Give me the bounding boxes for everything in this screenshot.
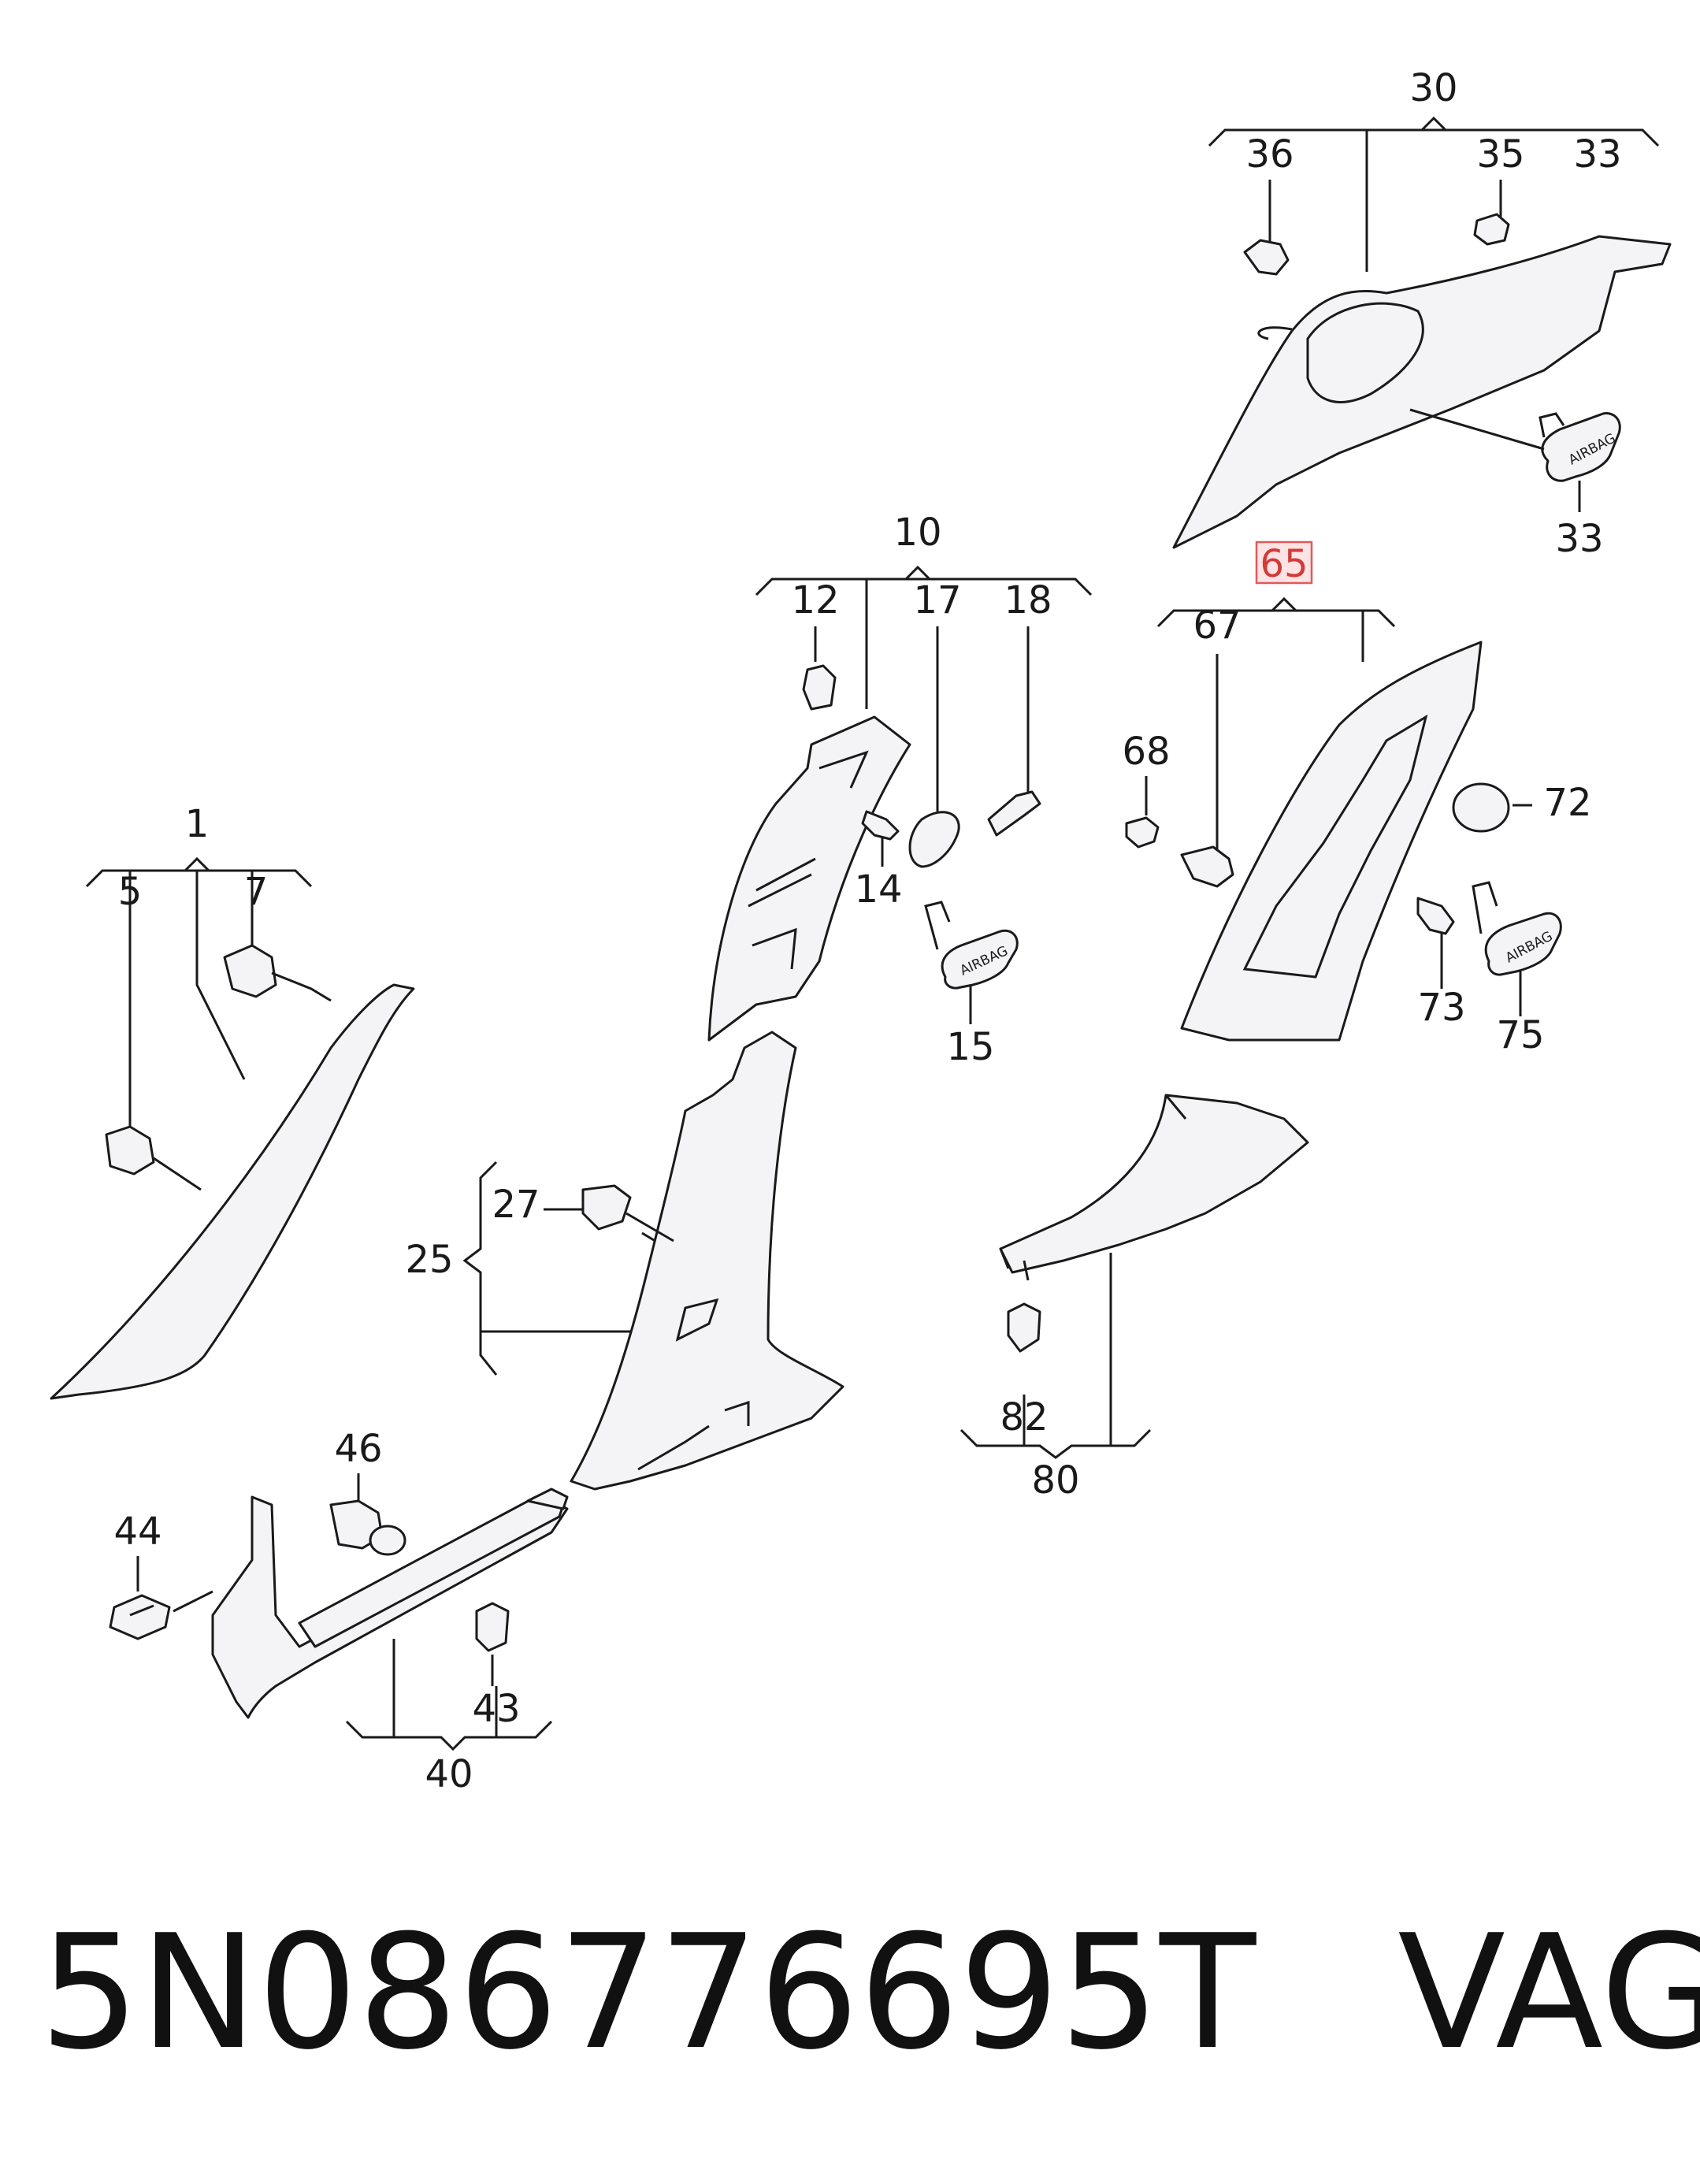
callout-80: 80 (1031, 1458, 1079, 1502)
callout-35: 35 (1476, 132, 1524, 176)
airbag-clip-75 (1472, 881, 1498, 934)
group-10: 10 12 17 18 14 15 AIRBAG (707, 511, 1093, 1069)
bolt-68 (1125, 816, 1160, 849)
leader-27-part (625, 1212, 674, 1242)
leader-5-part (153, 1157, 202, 1191)
callout-65-highlight (1255, 540, 1313, 585)
bolt-67 (1180, 845, 1234, 888)
airbag-badge-75 (1484, 912, 1562, 976)
clip-44-slot (129, 1590, 213, 1617)
screw-14 (861, 810, 900, 841)
callout-7: 7 (244, 870, 269, 914)
callout-82: 82 (1000, 1395, 1048, 1439)
screw-18 (987, 790, 1041, 837)
group-65: 65 67 68 72 73 75 AIRBAG (1122, 540, 1592, 1057)
callout-43: 43 (472, 1687, 520, 1731)
callout-12: 12 (791, 578, 839, 622)
group-30: 30 36 35 33 AIRBAG 33 (1172, 66, 1672, 561)
leader-33-bottom (1409, 408, 1581, 512)
trim-piece-17 (908, 811, 960, 868)
bracket-1 (85, 856, 313, 1127)
callout-72: 72 (1543, 781, 1591, 825)
callout-46: 46 (334, 1427, 382, 1471)
group-25: 25 27 (405, 1031, 844, 1491)
front-sill-top-rail (298, 1495, 565, 1648)
bracket-10 (755, 565, 1093, 709)
rear-sill-trim (999, 1094, 1309, 1274)
callout-17: 17 (913, 578, 961, 622)
c-pillar-trim-panel (1172, 235, 1672, 549)
c-pillar-hook (1257, 326, 1293, 340)
airbag-clip-33 (1539, 412, 1565, 438)
clip-46-head (369, 1525, 406, 1556)
callout-5: 5 (118, 870, 143, 914)
airbag-badge-15 (941, 929, 1019, 990)
group-1: 1 5 7 (50, 802, 415, 1400)
callout-68: 68 (1122, 730, 1170, 774)
callout-14: 14 (854, 867, 902, 912)
callout-73: 73 (1417, 986, 1465, 1030)
clip-36 (1243, 239, 1290, 276)
callout-75: 75 (1496, 1013, 1544, 1057)
callout-30: 30 (1409, 66, 1457, 110)
callout-10: 10 (893, 511, 941, 555)
callout-67: 67 (1193, 604, 1241, 648)
b-pillar-trim-center (707, 715, 911, 1042)
part-number: 5N086776695T (39, 1901, 1256, 2085)
callout-44: 44 (113, 1510, 161, 1554)
brand-name: VAG (1397, 1901, 1700, 2085)
clip-12 (802, 664, 837, 711)
bracket-40 (345, 1639, 553, 1751)
clip-44 (109, 1594, 171, 1640)
group-80: 80 82 (959, 1094, 1309, 1502)
b-pillar-lower-detail (637, 1298, 750, 1471)
clip-43 (475, 1602, 510, 1652)
callout-40: 40 (425, 1752, 473, 1796)
rear-sill-edge (999, 1094, 1187, 1281)
callout-36: 36 (1245, 132, 1294, 176)
bracket-30 (1208, 116, 1660, 272)
clip-82 (1007, 1302, 1041, 1353)
b-pillar-lower-trim (570, 1031, 844, 1491)
bracket-65 (1156, 596, 1396, 662)
callout-15: 15 (946, 1025, 994, 1069)
cap-72 (1452, 782, 1510, 833)
airbag-clip-15 (924, 901, 951, 950)
callout-65: 65 (1260, 542, 1308, 586)
callout-27: 27 (492, 1183, 540, 1227)
b-pillar-inner-recess (1242, 714, 1428, 979)
callout-25: 25 (405, 1238, 453, 1282)
b-pillar-center-detail (748, 750, 869, 970)
callout-33-bottom: 33 (1555, 517, 1603, 561)
group-40: 40 43 44 46 (109, 1427, 569, 1796)
b-pillar-upper-trim (1180, 641, 1483, 1042)
clip-7 (223, 944, 277, 998)
footer: 5N086776695T VAG (39, 1901, 1700, 2085)
a-pillar-trim (50, 983, 415, 1400)
bolt-73 (1416, 897, 1455, 935)
callout-33-top: 33 (1573, 132, 1621, 176)
callout-1: 1 (185, 802, 210, 846)
clip-27 (581, 1184, 632, 1231)
clip-7-tether (271, 971, 332, 1002)
bolt-5 (105, 1125, 155, 1176)
bolt-35 (1473, 213, 1510, 246)
front-sill-end-block (526, 1488, 569, 1510)
c-pillar-window-opening (1306, 302, 1424, 403)
bracket-80 (959, 1253, 1152, 1459)
callout-18: 18 (1004, 578, 1052, 622)
airbag-badge-33 (1541, 412, 1621, 482)
